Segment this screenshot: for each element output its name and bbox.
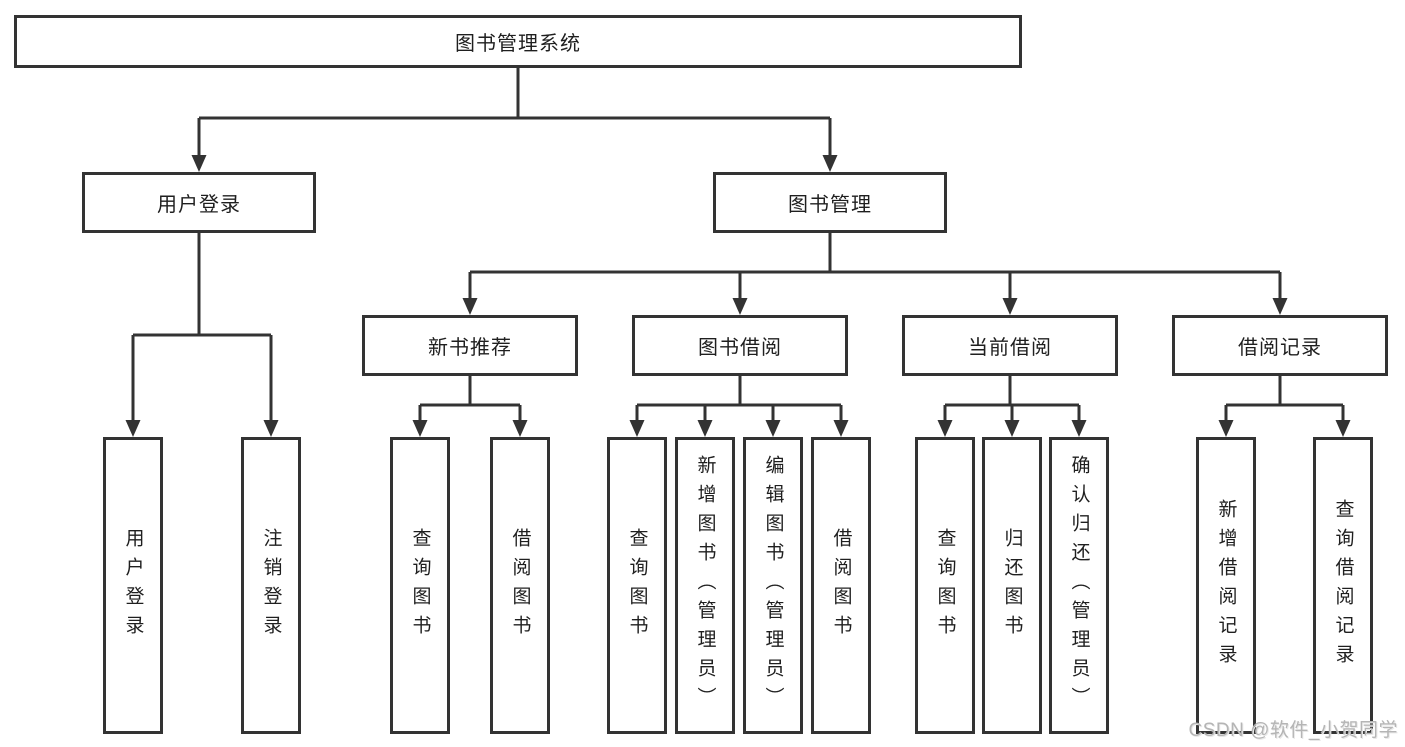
leaf-records-query-record: 查询借阅记录 (1313, 437, 1373, 734)
connector-recommend-to-leaves (418, 376, 522, 421)
leaf-borrow-query-books-label: 查询图书 (626, 527, 648, 644)
connector-userlogin-to-leaves (131, 233, 273, 421)
leaf-borrow-borrow-books: 借阅图书 (811, 437, 871, 734)
leaf-logout-label: 注销登录 (260, 527, 282, 644)
leaf-current-confirm-return: 确认归还（管理员） (1049, 437, 1109, 734)
leaf-user-login: 用户登录 (103, 437, 163, 734)
node-book-borrow: 图书借阅 (632, 315, 848, 376)
leaf-recommend-borrow-books: 借阅图书 (490, 437, 550, 734)
leaf-borrow-query-books: 查询图书 (607, 437, 667, 734)
leaf-user-login-label: 用户登录 (122, 527, 144, 644)
leaf-logout: 注销登录 (241, 437, 301, 734)
node-root-label: 图书管理系统 (455, 33, 581, 55)
leaf-current-confirm-return-label: 确认归还（管理员） (1068, 455, 1090, 716)
leaf-records-query-record-label: 查询借阅记录 (1332, 498, 1354, 673)
leaf-borrow-add-books: 新增图书（管理员） (675, 437, 735, 734)
leaf-current-return-books: 归还图书 (982, 437, 1042, 734)
leaf-records-add-record: 新增借阅记录 (1196, 437, 1256, 734)
node-book-management: 图书管理 (713, 172, 947, 233)
node-borrow-records: 借阅记录 (1172, 315, 1388, 376)
node-book-management-label: 图书管理 (788, 194, 872, 216)
leaf-recommend-query-books-label: 查询图书 (409, 527, 431, 644)
connector-bookmgmt-to-level3 (468, 233, 1282, 299)
arrowheads (125, 155, 1351, 437)
node-borrow-records-label: 借阅记录 (1238, 337, 1322, 359)
leaf-borrow-borrow-books-label: 借阅图书 (830, 527, 852, 644)
leaf-borrow-edit-books: 编辑图书（管理员） (743, 437, 803, 734)
leaf-current-query-books-label: 查询图书 (934, 527, 956, 644)
leaf-recommend-borrow-books-label: 借阅图书 (509, 527, 531, 644)
connector-current-to-leaves (943, 376, 1081, 421)
leaf-recommend-query-books: 查询图书 (390, 437, 450, 734)
connector-borrow-to-leaves (635, 376, 843, 421)
node-new-book-recommend: 新书推荐 (362, 315, 578, 376)
leaf-borrow-edit-books-label: 编辑图书（管理员） (762, 455, 784, 716)
node-book-borrow-label: 图书借阅 (698, 337, 782, 359)
connector-root-to-level2 (197, 68, 832, 156)
node-root-system: 图书管理系统 (14, 15, 1022, 68)
node-current-borrow-label: 当前借阅 (968, 337, 1052, 359)
node-user-login: 用户登录 (82, 172, 316, 233)
leaf-current-return-books-label: 归还图书 (1001, 527, 1023, 644)
node-new-book-recommend-label: 新书推荐 (428, 337, 512, 359)
leaf-records-add-record-label: 新增借阅记录 (1215, 498, 1237, 673)
leaf-current-query-books: 查询图书 (915, 437, 975, 734)
node-current-borrow: 当前借阅 (902, 315, 1118, 376)
connector-records-to-leaves (1224, 376, 1345, 421)
node-user-login-label: 用户登录 (157, 194, 241, 216)
leaf-borrow-add-books-label: 新增图书（管理员） (694, 455, 716, 716)
